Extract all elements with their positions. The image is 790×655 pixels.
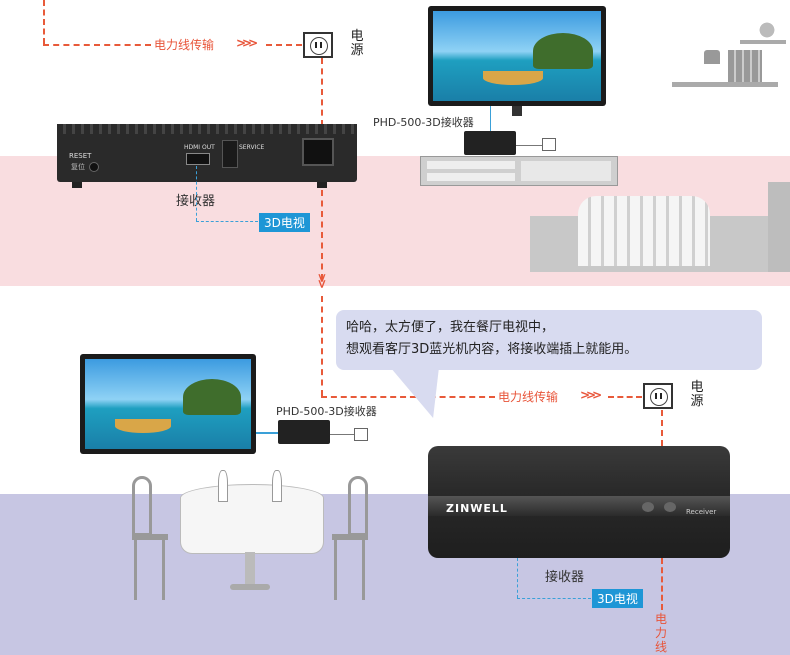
zinwell-receiver: ZINWELL Receiver	[428, 446, 730, 558]
mini-receiver-bottom	[278, 420, 330, 444]
reset-sub-label: 复位	[71, 162, 85, 172]
hdmi-line-vertical-bottom	[517, 558, 518, 598]
service-port	[222, 140, 238, 168]
power-line-vertical-middle	[321, 190, 323, 280]
arrow-right-icon: >>>	[236, 36, 254, 50]
receiver-label-bottom: 接收器	[545, 566, 584, 585]
hdmi-line-horizontal-bottom	[517, 598, 591, 599]
sofa-decoration	[530, 196, 790, 272]
power-line-horizontal-bottom	[608, 396, 642, 398]
device-label-bottom: PHD-500-3D接收器	[276, 403, 377, 419]
service-label: SERVICE	[239, 144, 264, 151]
bubble-line-1: 哈哈，太方便了，我在餐厅电视中，	[346, 317, 752, 339]
power-line-label: 电力线传输	[154, 36, 214, 53]
reset-button	[89, 162, 99, 172]
shelf	[672, 82, 778, 87]
mini-outlet-icon-bottom	[354, 428, 368, 441]
mini-outlet-icon-top	[542, 138, 556, 151]
power-line-vertical-top-left	[43, 0, 45, 44]
ac-socket-icon	[302, 138, 334, 166]
receiver-back-panel: RESET 复位 HDMI OUT SERVICE	[57, 124, 357, 182]
receiver-foot-right	[317, 182, 327, 188]
power-outlet-icon-bottom	[643, 383, 673, 409]
flower-decoration	[752, 20, 782, 40]
power-outlet-icon	[303, 32, 333, 58]
power-line-vertical-label: 电 力 线	[655, 612, 667, 654]
speech-bubble-tail	[391, 368, 457, 418]
hdmi-out-label: HDMI OUT	[184, 144, 215, 151]
receiver-foot-left	[72, 182, 82, 188]
tv-cable-bottom	[256, 432, 278, 434]
power-line-horizontal-top	[43, 44, 151, 46]
tv-stand	[512, 106, 522, 116]
shelf-top	[740, 40, 786, 44]
receiver-button-2	[664, 502, 676, 512]
mini-receiver-cable-top	[516, 145, 542, 146]
power-line-vertical-bottom-2	[661, 558, 663, 610]
mini-receiver-top	[464, 131, 516, 155]
table-base	[230, 584, 270, 590]
power-line-vertical-bottom	[661, 410, 663, 446]
living-room-tv	[428, 6, 606, 106]
bubble-line-2: 想观看客厅3D蓝光机内容，将接收端插上就能用。	[346, 339, 752, 361]
chair-left	[132, 476, 168, 600]
power-label: 电 源	[350, 30, 364, 58]
hdmi-line-horizontal	[196, 221, 258, 222]
arrow-right-icon-bottom: >>>	[580, 388, 598, 402]
power-line-horizontal-top-2	[266, 44, 302, 46]
books-decoration	[728, 50, 762, 82]
reset-label: RESET	[69, 152, 91, 160]
wine-glass-left	[218, 470, 228, 502]
chair-right	[332, 476, 368, 600]
dining-table	[180, 484, 324, 554]
receiver-text: Receiver	[686, 508, 716, 516]
power-label-bottom: 电 源	[690, 381, 704, 409]
tv-cable-top	[490, 106, 491, 132]
wine-glass-right	[272, 470, 282, 502]
hdmi-port	[186, 153, 210, 165]
mini-receiver-cable-bottom	[330, 434, 354, 435]
receiver-button-1	[642, 502, 654, 512]
power-line-vertical-top	[321, 58, 323, 126]
arrow-down-icon: >>	[315, 273, 329, 285]
hdmi-line-vertical	[196, 166, 197, 221]
table-leg	[245, 552, 255, 586]
power-line-label-bottom: 电力线传输	[498, 388, 558, 405]
tv-cabinet	[420, 156, 618, 186]
lamp-decoration	[704, 50, 720, 64]
zinwell-brand: ZINWELL	[446, 502, 508, 515]
3d-tv-badge-bottom: 3D电视	[592, 589, 643, 608]
power-line-vertical-lower	[321, 296, 323, 396]
3d-tv-badge: 3D电视	[259, 213, 310, 232]
device-label-top: PHD-500-3D接收器	[373, 114, 474, 130]
speech-bubble: 哈哈，太方便了，我在餐厅电视中， 想观看客厅3D蓝光机内容，将接收端插上就能用。	[336, 310, 762, 370]
dining-room-tv	[80, 354, 256, 454]
